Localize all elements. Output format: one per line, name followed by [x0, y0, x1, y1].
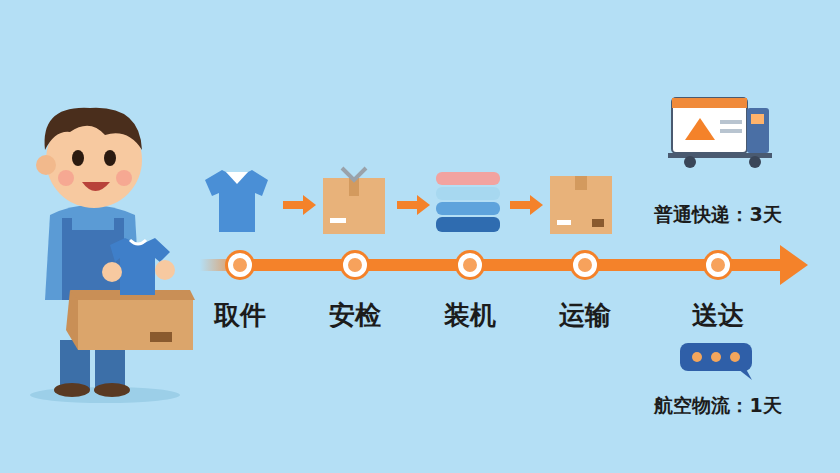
step-label: 运输 — [559, 301, 611, 330]
chat-bubble-icon — [680, 343, 752, 380]
step-marker — [706, 253, 730, 277]
timeline-segment — [266, 265, 329, 266]
shirt-icon — [205, 170, 268, 232]
timeline-step: 取件 — [214, 253, 266, 330]
step-marker — [343, 253, 367, 277]
step-label: 安检 — [329, 301, 381, 330]
step-arrow — [283, 195, 543, 215]
step-label: 送达 — [692, 301, 744, 330]
step-label: 取件 — [214, 301, 266, 330]
step-marker — [458, 253, 482, 277]
step-marker — [573, 253, 597, 277]
clothes-stack-icon — [436, 172, 500, 232]
step-marker — [228, 253, 252, 277]
timeline-bar — [200, 245, 808, 285]
delivery-time-note: 普通快递：3天 — [654, 202, 781, 228]
timeline-step: 运输 — [559, 253, 611, 330]
timeline-step: 送达 — [692, 253, 744, 330]
timeline-segment — [496, 265, 559, 266]
box-icon — [550, 176, 612, 234]
box-icon — [323, 168, 385, 234]
timeline-segment — [381, 265, 444, 266]
timeline-segment — [611, 265, 692, 266]
timeline-step: 安检 — [329, 253, 381, 330]
truck-icon — [668, 98, 772, 168]
step-label: 装机 — [444, 301, 496, 330]
timeline-step: 装机 — [444, 253, 496, 330]
courier-boy — [30, 108, 195, 403]
delivery-time-note: 航空物流：1天 — [654, 393, 781, 419]
